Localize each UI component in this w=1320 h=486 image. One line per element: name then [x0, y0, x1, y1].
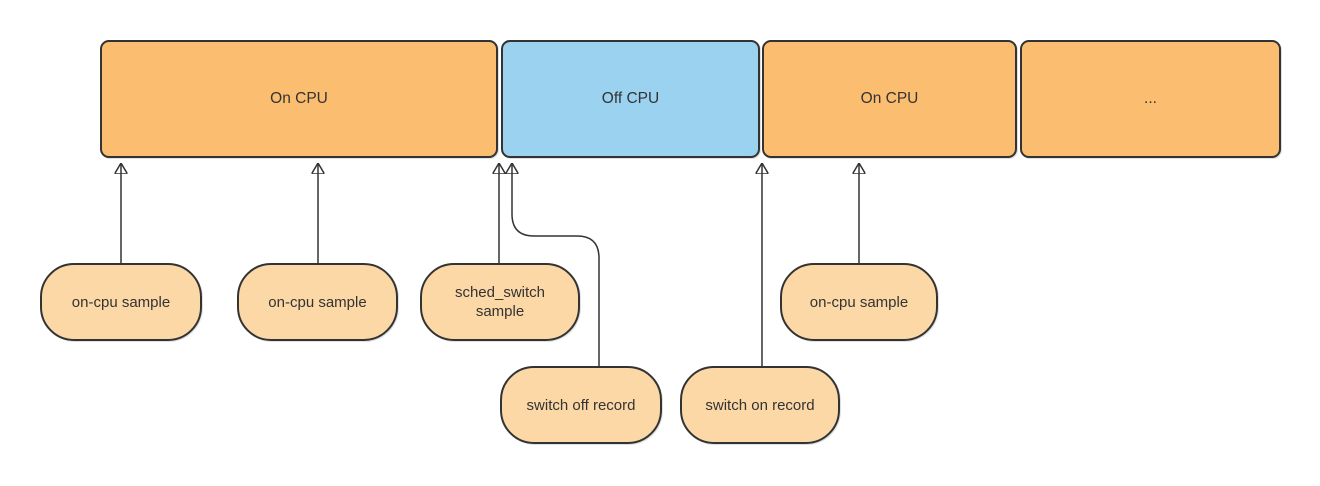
annotation-on-cpu-sample-2: on-cpu sample — [237, 263, 398, 341]
timeline-segment-on-cpu-2: On CPU — [762, 40, 1017, 158]
annotation-switch-off-record: switch off record — [500, 366, 662, 444]
timeline-segment-ellipsis: ... — [1020, 40, 1281, 158]
timeline-segment-off-cpu: Off CPU — [501, 40, 760, 158]
annotation-on-cpu-sample-1: on-cpu sample — [40, 263, 202, 341]
timeline-segment-on-cpu-1: On CPU — [100, 40, 498, 158]
annotation-sched-switch-sample: sched_switch sample — [420, 263, 580, 341]
annotation-on-cpu-sample-3: on-cpu sample — [780, 263, 938, 341]
annotation-switch-on-record: switch on record — [680, 366, 840, 444]
